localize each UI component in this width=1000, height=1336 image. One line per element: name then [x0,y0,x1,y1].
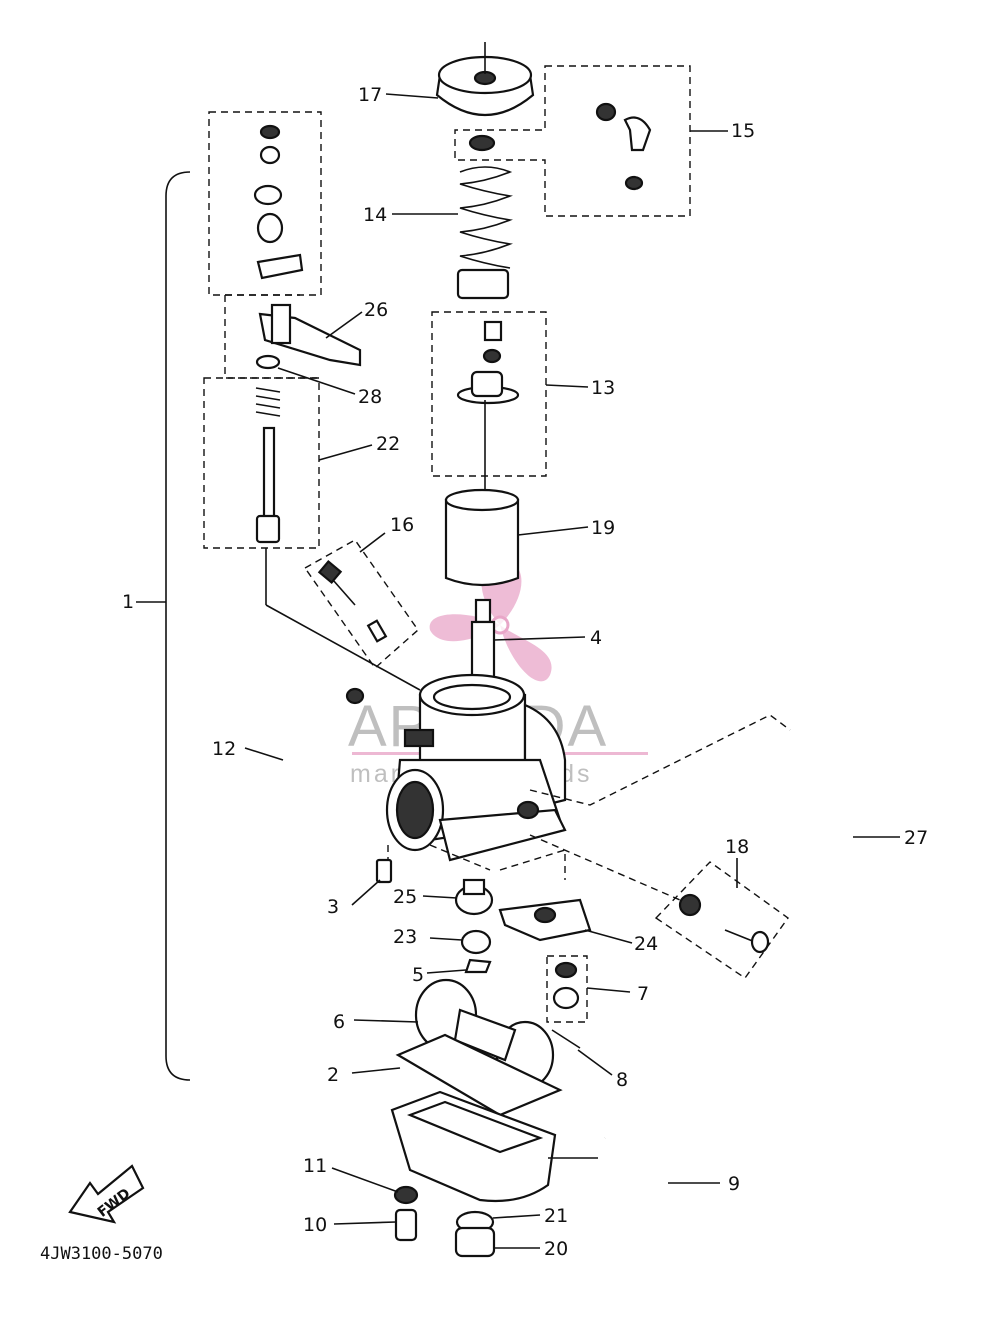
part-13-needle [456,320,520,520]
part-3-screw [375,858,393,884]
label-25: 25 [393,886,417,908]
label-21: 21 [544,1205,568,1227]
label-9: 9 [728,1173,740,1195]
part-4-needle-jet [470,598,496,684]
label-6: 6 [333,1011,345,1033]
label-26: 26 [364,299,388,321]
part-18-air-screw [678,893,770,954]
label-18: 18 [725,836,749,858]
part-26-lever [258,303,362,367]
part-24-plate [498,898,592,942]
label-3: 3 [327,896,339,918]
label-16: 16 [390,514,414,536]
diagram-code: 4JW3100-5070 [40,1244,163,1264]
part-12-tube-outline [282,679,356,890]
part-16-pilot-screw [317,559,388,643]
label-11: 11 [303,1155,327,1177]
label-19: 19 [591,517,615,539]
part-22-plunger [255,387,281,544]
part-10-screw [394,1208,418,1242]
label-4: 4 [590,627,602,649]
group-box-7 [546,955,588,1023]
label-1: 1 [122,591,134,613]
fwd-arrow-icon: FWD [68,1164,145,1224]
label-13: 13 [591,377,615,399]
part-17-cap [435,42,535,116]
label-17: 17 [358,84,382,106]
label-14: 14 [363,204,387,226]
label-15: 15 [731,120,755,142]
carburetor-body [385,673,567,862]
group-box-16 [303,539,419,670]
label-23: 23 [393,926,417,948]
part-8-pin [551,1029,581,1049]
label-7: 7 [637,983,649,1005]
part-20-drain-plug [454,1210,496,1258]
assembly-bracket [165,171,191,1081]
part-11-washer [393,1185,419,1205]
part-28-ring [255,354,281,370]
part-cable-adjuster [253,124,304,280]
part-5-jet [464,958,492,974]
group-box-15 [454,65,691,217]
part-14-spring [456,166,513,300]
label-10: 10 [303,1214,327,1236]
part-23-washer [460,929,492,955]
part-2-gasket [395,1033,563,1117]
label-5: 5 [412,964,424,986]
part-7-valve-seat [552,961,580,1010]
label-12: 12 [212,738,236,760]
part-float-chamber [390,1090,557,1203]
leader-lines [244,93,900,1249]
label-22: 22 [376,433,400,455]
label-2: 2 [327,1064,339,1086]
part-6-float [414,978,555,1090]
label-24: 24 [634,933,658,955]
group-box-18 [654,861,789,979]
label-27: 27 [904,827,928,849]
group-box-13 [431,311,547,477]
part-15-fitting [595,102,652,191]
label-28: 28 [358,386,382,408]
part-9-tube-outline [604,1123,666,1250]
part-25-main-jet-holder [454,878,494,916]
part-washer [468,134,496,152]
label-20: 20 [544,1238,568,1260]
label-8: 8 [616,1069,628,1091]
part-19-throttle-valve [444,488,520,587]
part-labels: 1 2 3 4 5 6 7 8 9 10 11 12 13 14 15 16 1… [122,84,928,1260]
group-box-22 [203,377,320,549]
